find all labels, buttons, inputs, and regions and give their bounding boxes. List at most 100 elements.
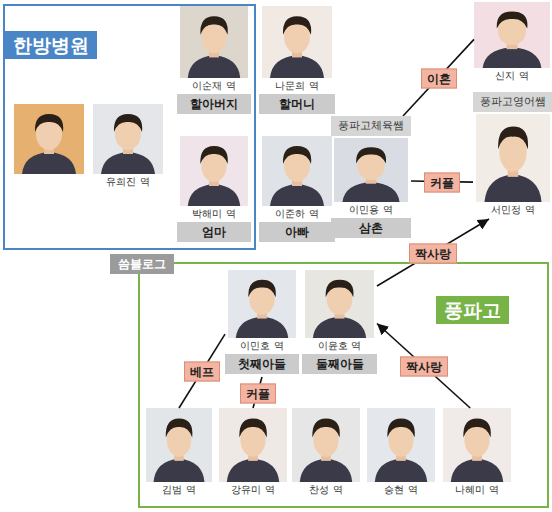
actor-name: 이준하 역 bbox=[275, 207, 318, 220]
actor-name: 나혜미 역 bbox=[455, 483, 498, 496]
person-photo bbox=[154, 419, 205, 482]
role-tag: 첫째아들 bbox=[225, 354, 299, 374]
actor-name: 신지 역 bbox=[495, 69, 528, 82]
role-tag: 아빠 bbox=[259, 222, 335, 242]
photo-bg bbox=[367, 408, 435, 482]
person-photo bbox=[227, 419, 279, 482]
person-card: 신지 역 bbox=[474, 2, 550, 85]
photo-slot bbox=[473, 114, 552, 202]
photo-slot bbox=[93, 104, 163, 174]
photo-slot bbox=[302, 270, 377, 338]
label-holder: 이혼 bbox=[421, 67, 457, 88]
group-region: 풍파고이민호 역첫째아들이윤호 역둘째아들김범 역강유미 역찬성 역승현 역나혜… bbox=[138, 262, 549, 508]
photo-bg bbox=[292, 408, 360, 482]
photo-slot bbox=[443, 408, 511, 482]
job-tag: 풍파고체육쌤 bbox=[331, 116, 411, 136]
relation-label: 베프 bbox=[184, 362, 220, 382]
label-holder: 짝사랑 bbox=[409, 242, 457, 263]
person-photo bbox=[313, 280, 366, 338]
person-card: 이순재 역할아버지 bbox=[177, 6, 251, 117]
photo bbox=[367, 408, 435, 482]
label-holder: 짝사랑 bbox=[400, 355, 448, 376]
photo-bg bbox=[474, 2, 550, 68]
person-photo bbox=[236, 280, 288, 338]
relation-label: 짝사랑 bbox=[400, 356, 448, 376]
actor-name: 이윤호 역 bbox=[318, 339, 361, 352]
photo bbox=[443, 408, 511, 482]
actor-name: 강유미 역 bbox=[231, 483, 274, 496]
person-card: 김범 역 bbox=[146, 408, 212, 499]
label-holder: 씀블로그 bbox=[110, 253, 174, 274]
photo bbox=[476, 114, 550, 202]
person-card: 이민호 역첫째아들 bbox=[225, 270, 299, 377]
person-photo bbox=[300, 419, 352, 482]
person-photo bbox=[342, 147, 399, 202]
photo bbox=[262, 6, 332, 78]
photo-slot bbox=[177, 136, 251, 206]
person-card: 찬성 역 bbox=[292, 408, 360, 499]
photo bbox=[14, 104, 84, 174]
photo-bg bbox=[180, 6, 248, 78]
region-title: 한방병원 bbox=[5, 31, 97, 59]
photo bbox=[292, 408, 360, 482]
photo-bg bbox=[262, 6, 332, 78]
relation-arrow bbox=[377, 324, 470, 409]
person-card: 나문희 역할머니 bbox=[259, 6, 335, 117]
person-photo bbox=[270, 146, 324, 206]
relation-label: 이혼 bbox=[421, 68, 457, 88]
photo bbox=[228, 270, 296, 338]
role-tag: 할머니 bbox=[259, 94, 335, 114]
person-photo bbox=[483, 11, 542, 68]
person-photo bbox=[270, 16, 324, 78]
photo-slot bbox=[259, 6, 335, 78]
photo bbox=[334, 138, 408, 202]
person-card: 이윤호 역둘째아들 bbox=[302, 270, 377, 377]
photo-bg bbox=[228, 270, 296, 338]
person-photo bbox=[451, 419, 503, 482]
photo-bg bbox=[305, 270, 374, 338]
photo-bg bbox=[219, 408, 287, 482]
region-title: 풍파고 bbox=[436, 296, 509, 324]
photo-slot bbox=[292, 408, 360, 482]
photo-bg bbox=[14, 104, 84, 174]
photo-slot bbox=[225, 270, 299, 338]
role-tag: 엄마 bbox=[177, 222, 251, 242]
actor-name: 박해미 역 bbox=[192, 207, 235, 220]
relation-label: 짝사랑 bbox=[409, 243, 457, 263]
photo bbox=[219, 408, 287, 482]
role-tag: 삼촌 bbox=[331, 218, 411, 238]
photo-slot bbox=[146, 408, 212, 482]
photo bbox=[180, 6, 248, 78]
photo-bg bbox=[262, 136, 332, 206]
person-card: 풍파고영어쌤서민정 역 bbox=[473, 92, 552, 219]
relation-line bbox=[403, 39, 474, 116]
photo-bg bbox=[146, 408, 212, 482]
person-card: 나혜미 역 bbox=[443, 408, 511, 499]
photo-bg bbox=[334, 138, 408, 202]
label-holder: 베프 bbox=[184, 361, 220, 382]
actor-name: 이민호 역 bbox=[240, 339, 283, 352]
photo bbox=[305, 270, 374, 338]
person-photo bbox=[188, 16, 240, 78]
photo bbox=[474, 2, 550, 68]
photo bbox=[262, 136, 332, 206]
actor-name: 유희진 역 bbox=[106, 175, 149, 188]
job-tag: 풍파고영어쌤 bbox=[473, 92, 552, 112]
label-holder: 커플 bbox=[424, 171, 460, 192]
role-tag: 둘째아들 bbox=[302, 354, 377, 374]
person-photo bbox=[188, 146, 240, 206]
person-card: 풍파고체육쌤이민용 역삼촌 bbox=[331, 116, 411, 241]
relation-label: 커플 bbox=[424, 172, 460, 192]
person-card: 승현 역 bbox=[367, 408, 435, 499]
photo-bg bbox=[93, 104, 163, 174]
photo bbox=[180, 136, 248, 206]
actor-name: 서민정 역 bbox=[491, 203, 534, 216]
actor-name: 이순재 역 bbox=[192, 79, 235, 92]
person-photo bbox=[101, 114, 155, 174]
group-tag: 씀블로그 bbox=[110, 254, 174, 274]
actor-name: 이민용 역 bbox=[349, 203, 392, 216]
photo-bg bbox=[443, 408, 511, 482]
person-photo bbox=[484, 127, 541, 202]
person-card: 강유미 역 bbox=[219, 408, 287, 499]
photo-bg bbox=[180, 136, 248, 206]
